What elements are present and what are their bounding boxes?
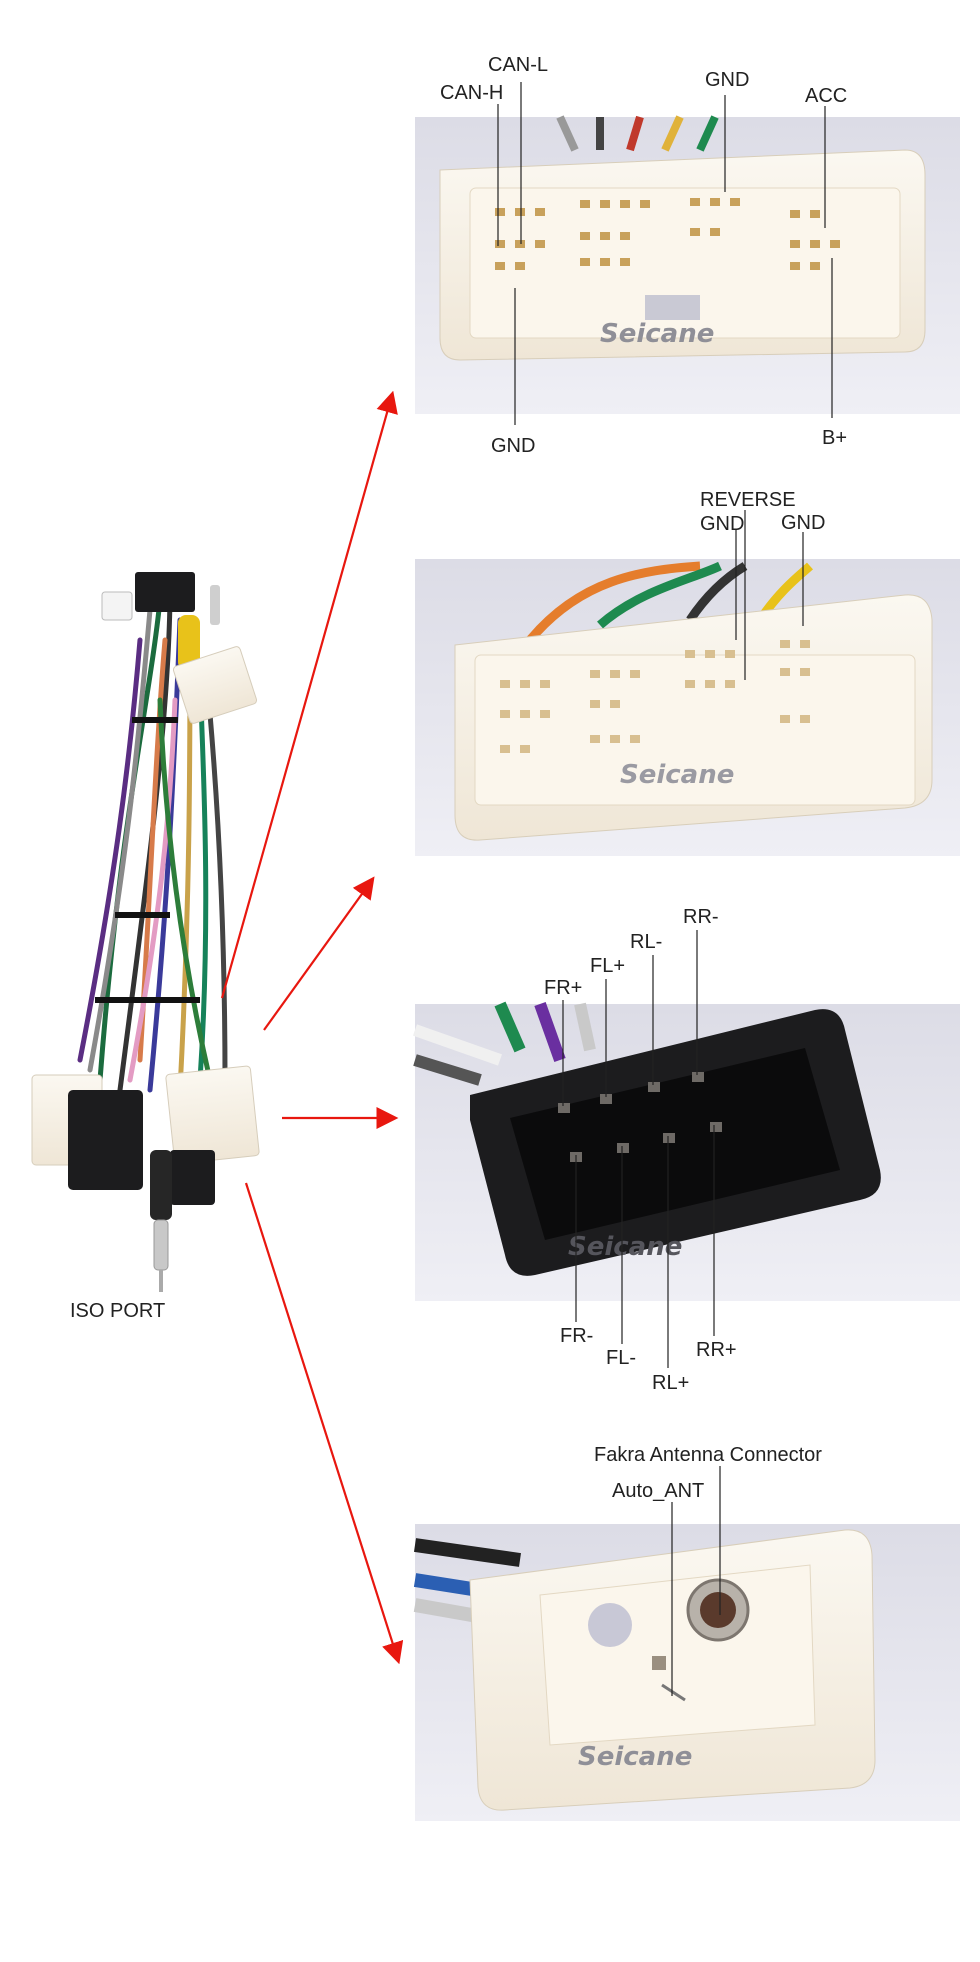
panel-4-watermark: Seicane xyxy=(578,1742,692,1772)
panel-4-cavity xyxy=(539,1564,816,1746)
panel-1-key-slot xyxy=(645,295,700,320)
label-fakra-antenna-connector: Fakra Antenna Connector xyxy=(594,1444,822,1466)
panel-3: Seicane RR- RL- FL+ FR+ FR- FL- RR+ RL+ xyxy=(413,906,960,1394)
pin-label-gnd-bottom: GND xyxy=(491,435,535,457)
panel-1-pin-grid xyxy=(495,198,840,270)
arrow-to-panel-4 xyxy=(244,1182,404,1665)
antenna-plug-metal xyxy=(153,1219,169,1271)
iso-port-harness: ISO PORT xyxy=(31,572,260,1322)
panel-1: Seicane CAN-L CAN-H GND ACC GND B+ xyxy=(415,54,960,457)
antenna-plug-pin xyxy=(159,1270,163,1292)
pin-label-rr-minus: RR- xyxy=(683,906,719,928)
cable-ties xyxy=(95,717,200,1003)
iso-port-label: ISO PORT xyxy=(70,1300,165,1322)
pin-label-acc: ACC xyxy=(805,85,847,107)
arrows xyxy=(220,390,404,1665)
panel-3-leaders xyxy=(562,930,715,1368)
black-harness-connector xyxy=(68,1090,143,1190)
panel-4-wire-hole xyxy=(588,1603,632,1647)
panel-2: Seicane REVERSE GND GND xyxy=(415,489,960,856)
pin-label-can-h: CAN-H xyxy=(440,82,503,104)
pin-label-gnd-right: GND xyxy=(781,512,825,534)
rca-tip xyxy=(210,585,220,625)
auto-ant-pin xyxy=(652,1656,666,1670)
fakra-socket-inner xyxy=(700,1592,736,1628)
panel-1-watermark: Seicane xyxy=(600,319,714,349)
panel-2-watermark: Seicane xyxy=(620,760,734,790)
panel-4-leaders xyxy=(671,1466,721,1696)
pin-label-fl-plus: FL+ xyxy=(590,955,625,977)
pin-label-gnd-left: GND xyxy=(700,513,744,535)
pin-label-rl-plus: RL+ xyxy=(652,1372,689,1394)
panel-3-wires xyxy=(413,1001,596,1086)
panel-1-leaders xyxy=(497,82,833,425)
panel-2-leaders xyxy=(735,510,804,680)
white-camera-connector xyxy=(172,646,258,724)
pin-label-fr-minus: FR- xyxy=(560,1325,593,1347)
arrow-to-panel-2 xyxy=(263,876,375,1031)
label-auto-ant: Auto_ANT xyxy=(612,1480,704,1502)
arrow-to-panel-1 xyxy=(220,390,398,999)
panel-1-wires xyxy=(556,115,719,152)
pin-label-rl-minus: RL- xyxy=(630,931,662,953)
pin-label-reverse: REVERSE xyxy=(700,489,796,511)
panel-3-watermark: Seicane xyxy=(568,1232,682,1262)
panel-4: Seicane Fakra Antenna Connector Auto_ANT xyxy=(413,1444,960,1821)
pin-label-fr-plus: FR+ xyxy=(544,977,582,999)
pin-label-gnd-top: GND xyxy=(705,69,749,91)
black-top-connector xyxy=(135,572,195,612)
pin-label-b-plus: B+ xyxy=(822,427,847,449)
black-harness-connector-right xyxy=(170,1150,215,1205)
rca-plug-yellow xyxy=(178,615,200,670)
panel-2-pin-grid xyxy=(500,640,810,753)
white-harness-connector-right xyxy=(165,1065,260,1165)
auto-ant-pin-blade xyxy=(661,1683,686,1702)
pin-label-fl-minus: FL- xyxy=(606,1347,636,1369)
panel-3-cavity xyxy=(510,1048,840,1240)
pin-label-can-l: CAN-L xyxy=(488,54,548,76)
pin-label-rr-plus: RR+ xyxy=(696,1339,737,1361)
antenna-plug-body xyxy=(150,1150,172,1220)
white-small-plug xyxy=(101,591,133,621)
panel-1-cavity xyxy=(469,187,901,339)
